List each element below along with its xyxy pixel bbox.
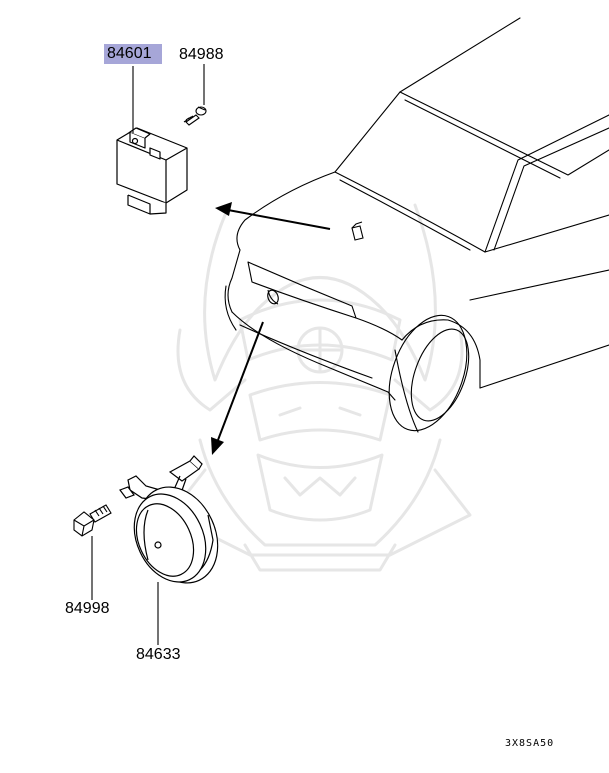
part-number-84601-label[interactable]: 84601 (104, 44, 162, 64)
horn-bolt (73, 504, 112, 537)
horn-relay-module (116, 127, 188, 215)
part-number-84998-label[interactable]: 84998 (65, 600, 110, 617)
part-number-84633-label[interactable]: 84633 (136, 646, 181, 663)
part-number-84988-label[interactable]: 84988 (179, 46, 224, 63)
callout-leader-lines (91, 64, 205, 645)
samurai-helmet-watermark-icon (168, 203, 472, 572)
horn-assembly (119, 455, 219, 584)
illustration-code: 3X8SA50 (505, 738, 555, 749)
relay-mount-point-icon (351, 221, 364, 241)
horn-mount-point-icon (267, 289, 279, 305)
relay-location-arrow (215, 202, 331, 230)
car-body-outline (224, 17, 609, 433)
horn-location-arrow (211, 321, 264, 455)
relay-screw (183, 106, 207, 126)
